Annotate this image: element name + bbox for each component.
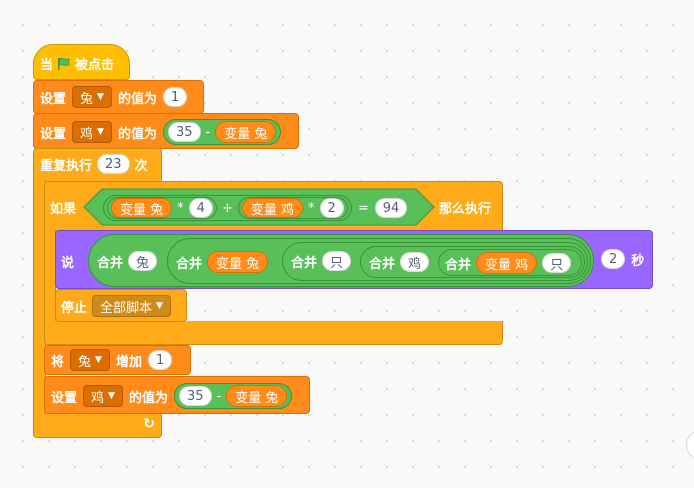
when-label: 当	[40, 58, 54, 73]
variable-name: 鸡	[281, 202, 295, 218]
text-input[interactable]: 鸡	[400, 252, 430, 272]
stop-block[interactable]: 停止 全部脚本▼	[55, 289, 187, 322]
variable-dropdown[interactable]: 兔▼	[70, 349, 110, 371]
add-operator[interactable]: 变量 兔 * 4 + 变量 鸡 * 2	[103, 195, 352, 221]
if-block[interactable]: 如果 变量 兔 * 4 + 变量 鸡 * 2 = 94	[44, 181, 503, 231]
join-label: 合并	[176, 256, 203, 272]
then-label: 那么执行	[439, 202, 492, 217]
variable-label: 变量	[120, 202, 147, 218]
number-input[interactable]: 35	[167, 122, 201, 142]
subtract-operator[interactable]: 35 - 变量 兔	[162, 119, 282, 145]
multiply-operator[interactable]: 变量 兔 * 4	[107, 197, 217, 219]
repeat-bottom: ↻	[33, 414, 162, 438]
variable-name: 兔	[80, 91, 94, 107]
variable-name: 鸡	[515, 257, 529, 273]
number-input[interactable]: 4	[188, 198, 213, 218]
variable-label: 变量	[250, 202, 277, 218]
text-input[interactable]: 只	[542, 253, 572, 273]
value-input[interactable]: 1	[162, 87, 188, 107]
green-flag-icon	[57, 57, 71, 71]
set-label: 设置	[40, 91, 67, 107]
text-input[interactable]: 兔	[128, 251, 158, 271]
set-rabbit-block[interactable]: 设置 兔▼ 的值为 1	[33, 80, 204, 114]
clicked-label: 被点击	[75, 58, 115, 73]
seconds-label: 秒	[631, 253, 645, 269]
variable-label: 变量	[216, 256, 243, 272]
dropdown-arrow-icon: ▼	[108, 391, 115, 401]
to-label: 的值为	[117, 91, 157, 107]
say-label: 说	[61, 256, 75, 271]
join-label: 合并	[97, 255, 124, 271]
join-operator[interactable]: 合并 变量 兔 合并 只 合并 鸡 合并 变量 鸡	[167, 238, 591, 284]
repeat-count-input[interactable]: 23	[97, 154, 130, 174]
join-operator[interactable]: 合并 变量 鸡 只	[438, 249, 582, 276]
dropdown-arrow-icon: ▼	[97, 127, 104, 137]
variable-dropdown[interactable]: 兔▼	[72, 86, 112, 108]
set-chicken-block[interactable]: 设置 鸡▼ 的值为 35 - 变量 兔	[33, 113, 299, 149]
change-rabbit-block[interactable]: 将 兔▼ 增加 1	[44, 345, 191, 375]
join-operator[interactable]: 合并 只 合并 鸡 合并 变量 鸡 只	[282, 242, 588, 281]
variable-reporter[interactable]: 变量 兔	[111, 198, 173, 218]
join-label: 合并	[291, 255, 318, 271]
dropdown-arrow-icon: ▼	[156, 301, 163, 311]
zoom-button[interactable]	[686, 430, 694, 460]
variable-name: 鸡	[80, 126, 94, 142]
variable-reporter[interactable]: 变量 兔	[226, 385, 288, 407]
if-label: 如果	[50, 202, 77, 217]
set-chicken-block[interactable]: 设置 鸡▼ 的值为 35 - 变量 兔	[44, 376, 310, 414]
stop-option: 全部脚本	[100, 300, 153, 316]
set-label: 设置	[51, 390, 78, 406]
join-operator[interactable]: 合并 兔 合并 变量 兔 合并 只 合并 鸡	[88, 234, 594, 287]
variable-name: 鸡	[91, 390, 105, 406]
change-label: 将	[51, 354, 65, 370]
set-label: 设置	[40, 126, 67, 142]
seconds-input[interactable]: 2	[601, 249, 626, 269]
number-input[interactable]: 94	[374, 198, 408, 218]
dropdown-arrow-icon: ▼	[97, 92, 104, 102]
stop-option-dropdown[interactable]: 全部脚本▼	[92, 295, 171, 317]
multiply-operator[interactable]: 变量 鸡 * 2	[237, 197, 348, 219]
equals-sign: =	[357, 200, 369, 216]
times-sign: *	[308, 200, 315, 216]
variable-dropdown[interactable]: 鸡▼	[83, 385, 123, 407]
repeat-label: 重复执行	[40, 158, 93, 174]
variable-reporter[interactable]: 变量 兔	[207, 251, 269, 273]
variable-label: 变量	[235, 390, 262, 406]
value-input[interactable]: 1	[147, 350, 173, 370]
join-operator[interactable]: 合并 鸡 合并 变量 鸡 只	[360, 246, 585, 278]
if-bottom	[44, 321, 503, 345]
variable-name: 兔	[254, 126, 268, 142]
variable-label: 变量	[485, 257, 512, 273]
variable-reporter[interactable]: 变量 兔	[215, 121, 277, 143]
variable-name: 兔	[150, 202, 164, 218]
equals-operator[interactable]: 变量 兔 * 4 + 变量 鸡 * 2 = 94	[83, 188, 435, 226]
loop-arrow-icon: ↻	[143, 416, 155, 432]
text-input[interactable]: 只	[322, 251, 352, 271]
variable-label: 变量	[224, 126, 251, 142]
join-label: 合并	[369, 256, 396, 272]
dropdown-arrow-icon: ▼	[95, 355, 102, 365]
when-flag-clicked-block[interactable]: 当 被点击	[33, 44, 130, 80]
times-label: 次	[134, 158, 148, 174]
join-label: 合并	[445, 257, 472, 273]
repeat-block[interactable]: 重复执行 23 次	[33, 148, 162, 181]
minus-sign: -	[205, 124, 211, 140]
number-input[interactable]: 2	[319, 198, 344, 218]
stop-label: 停止	[61, 300, 88, 316]
times-sign: *	[177, 200, 184, 216]
say-for-secs-block[interactable]: 说 合并 兔 合并 变量 兔 合并 只 合并 鸡	[55, 230, 653, 289]
variable-name: 兔	[265, 390, 279, 406]
variable-reporter[interactable]: 变量 鸡	[241, 198, 304, 218]
variable-name: 兔	[78, 354, 92, 370]
number-input[interactable]: 35	[178, 386, 212, 406]
plus-sign: +	[221, 200, 233, 216]
minus-sign: -	[216, 388, 222, 404]
to-label: 的值为	[128, 390, 168, 406]
variable-reporter[interactable]: 变量 鸡	[476, 252, 538, 274]
to-label: 的值为	[117, 126, 157, 142]
variable-dropdown[interactable]: 鸡▼	[72, 121, 112, 143]
variable-name: 兔	[246, 256, 260, 272]
by-label: 增加	[115, 354, 142, 370]
subtract-operator[interactable]: 35 - 变量 兔	[173, 383, 293, 409]
